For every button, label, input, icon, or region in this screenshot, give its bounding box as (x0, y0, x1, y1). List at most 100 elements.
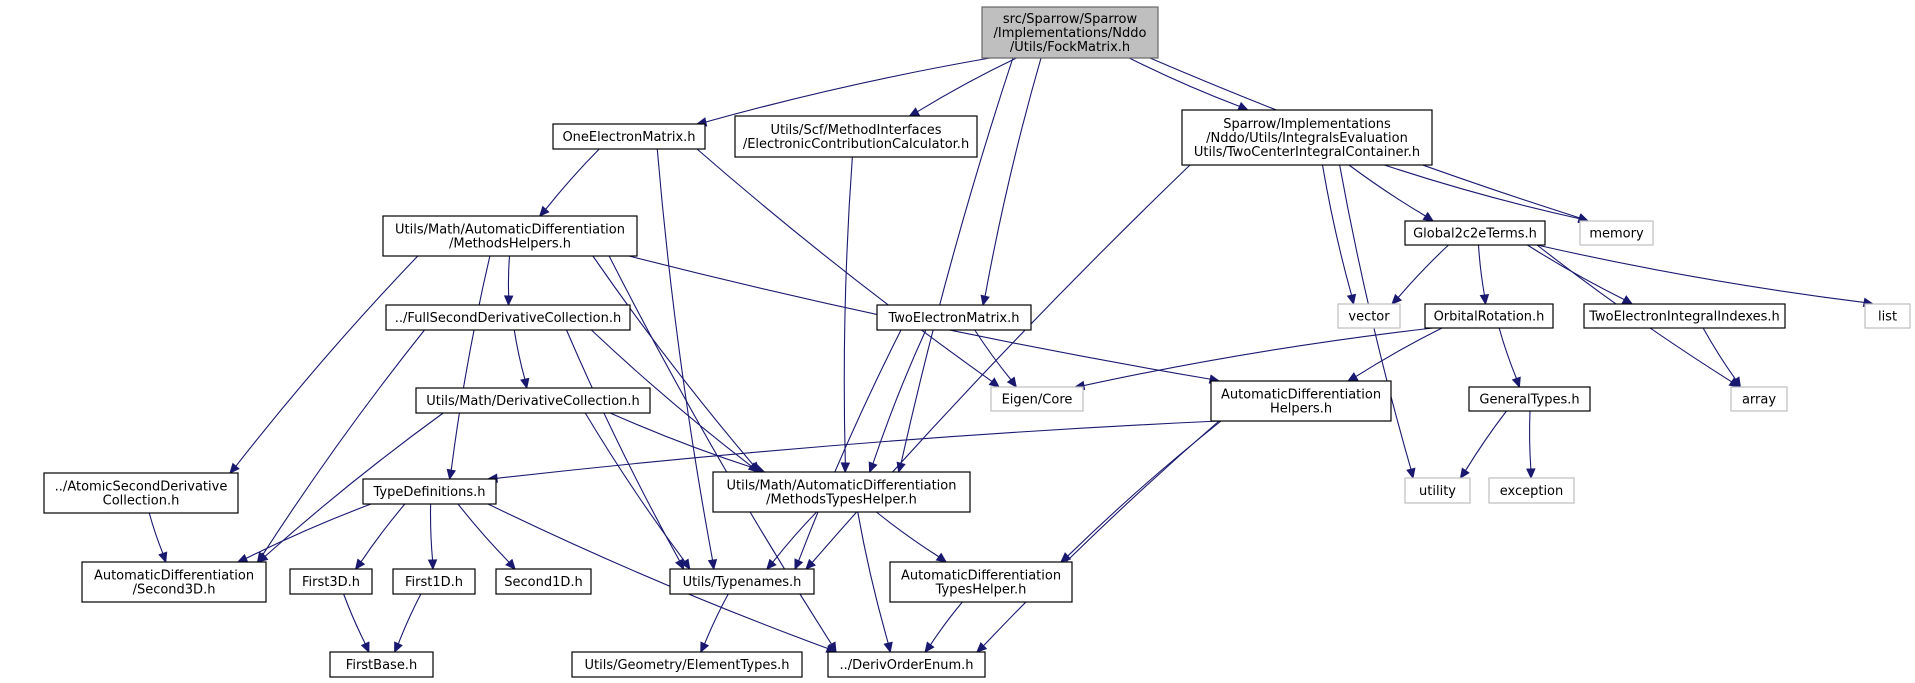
edge-tcic-to-memory (1384, 164, 1590, 224)
edge-gt-to-utility (1459, 410, 1507, 480)
node-label-line: array (1742, 393, 1776, 408)
node-label-line: Utils/Math/AutomaticDifferentiation (726, 479, 956, 494)
edge-teii-to-array (1702, 327, 1742, 389)
node-box (734, 115, 978, 158)
node-box (1424, 303, 1554, 329)
node-twoelectronmatrix-h[interactable]: TwoElectronMatrix.h (876, 304, 1032, 331)
edge-g2c-to-list (1536, 244, 1875, 308)
edge-fsdc-to-tn (565, 329, 685, 571)
node-typedefinitions-h[interactable]: TypeDefinitions.h (362, 478, 497, 505)
node-box (981, 6, 1159, 59)
node-label-line: FirstBase.h (346, 658, 417, 673)
edge-td-to-f1d (427, 503, 438, 571)
node-memory[interactable]: memory (1579, 220, 1654, 246)
edge-adh-to-adth (1060, 420, 1222, 563)
node-label-line: /MethodsTypesHelper.h (766, 493, 917, 508)
node-derivorderenum-h[interactable]: ../DerivOrderEnum.h (827, 651, 986, 678)
node-label-line: Utils/Typenames.h (683, 575, 802, 590)
node-label-line: vector (1348, 310, 1390, 325)
node-vector[interactable]: vector (1337, 303, 1401, 329)
node-label-line: Utils/Math/DerivativeCollection.h (426, 394, 640, 409)
node-array[interactable]: array (1730, 386, 1788, 412)
node-label-line: list (1878, 310, 1897, 325)
node-label-line: /Nddo/Utils/IntegralsEvaluation (1206, 131, 1408, 146)
node-second3d-h[interactable]: AutomaticDifferentiation/Second3D.h (81, 561, 267, 603)
node-global2c2eterms-h[interactable]: Global2c2eTerms.h (1404, 220, 1546, 246)
edge-mth-to-adth (876, 511, 948, 563)
edge-mth-to-tn (766, 511, 818, 570)
node-generaltypes-h[interactable]: GeneralTypes.h (1468, 386, 1591, 412)
node-label-line: TypesHelper.h (935, 583, 1027, 598)
node-box (1864, 303, 1911, 329)
edge-orot-to-adh (1346, 327, 1443, 382)
node-label-line: First1D.h (405, 575, 463, 590)
edge-tem-to-mth (868, 329, 927, 474)
node-box (1488, 477, 1575, 504)
node-label-line: Collection.h (103, 494, 180, 509)
edge-onee-to-eigen (696, 148, 1000, 388)
node-label-line: ../DerivOrderEnum.h (840, 658, 974, 673)
edge-tcic-to-vector (1321, 164, 1357, 306)
edge-fock-to-tcic (1129, 57, 1249, 111)
edge-asdc-to-s3d (148, 512, 168, 564)
node-list[interactable]: list (1864, 303, 1911, 329)
node-eigen-core[interactable]: Eigen/Core (990, 386, 1084, 412)
edge-tn-to-et (700, 593, 729, 654)
node-label-line: TwoElectronIntegralIndexes.h (1588, 310, 1780, 325)
node-first3d-h[interactable]: First3D.h (289, 568, 373, 595)
edge-adth-to-doe (924, 601, 963, 653)
node-box (43, 472, 239, 514)
edge-mh-to-fsdc (503, 255, 514, 307)
node-label-line: Eigen/Core (1002, 393, 1073, 408)
node-first1d-h[interactable]: First1D.h (392, 568, 476, 595)
edge-tem-to-eigen (974, 329, 1017, 388)
node-methodshelpers-h[interactable]: Utils/Math/AutomaticDifferentiation/Meth… (382, 215, 638, 257)
node-label-line: OneElectronMatrix.h (562, 130, 695, 145)
node-label-line: Second1D.h (504, 575, 583, 590)
edge-td-to-f3d (354, 503, 406, 570)
node-label-line: AutomaticDifferentiation (1221, 388, 1381, 403)
edge-mth-to-doe (857, 511, 893, 654)
node-box (712, 471, 971, 513)
node-derivativecollection-h[interactable]: Utils/Math/DerivativeCollection.h (415, 387, 651, 414)
node-electroniccontributioncalculator-h[interactable]: Utils/Scf/MethodInterfaces/ElectronicCon… (734, 115, 978, 158)
node-label-line: TwoElectronMatrix.h (888, 311, 1020, 326)
node-box (362, 478, 497, 505)
node-second1d-h[interactable]: Second1D.h (495, 568, 592, 595)
node-methodstypeshelper-h[interactable]: Utils/Math/AutomaticDifferentiation/Meth… (712, 471, 971, 513)
edge-onee-to-mh (538, 148, 600, 217)
node-fullsecondderivativecollection-h[interactable]: ../FullSecondDerivativeCollection.h (385, 304, 631, 331)
node-label-line: Utils/Math/AutomaticDifferentiation (395, 223, 625, 238)
node-box (415, 387, 651, 414)
node-box (669, 568, 815, 595)
node-label-line: Sparrow/Implementations (1223, 117, 1391, 132)
edge-gt-to-exception (1526, 410, 1536, 480)
node-box (81, 561, 267, 603)
node-label-line: AutomaticDifferentiation (94, 569, 254, 584)
edge-td-to-s3d (236, 503, 372, 563)
node-fockmatrix-h[interactable]: src/Sparrow/Sparrow/Implementations/Nddo… (981, 6, 1159, 59)
node-box (1579, 220, 1654, 246)
node-orbitalrotation-h[interactable]: OrbitalRotation.h (1424, 303, 1554, 329)
node-box (1404, 477, 1471, 504)
node-label-line: GeneralTypes.h (1479, 393, 1579, 408)
node-box (385, 304, 631, 331)
edge-td-to-s1d (457, 503, 516, 570)
node-utility[interactable]: utility (1404, 477, 1471, 504)
node-twoelectronintegralindexes-h[interactable]: TwoElectronIntegralIndexes.h (1583, 303, 1786, 329)
nodes: src/Sparrow/Sparrow/Implementations/Nddo… (43, 6, 1911, 678)
node-firstbase-h[interactable]: FirstBase.h (329, 651, 434, 678)
node-box (1337, 303, 1401, 329)
node-oneelectronmatrix-h[interactable]: OneElectronMatrix.h (552, 123, 706, 150)
edge-tem-to-tn (794, 329, 902, 571)
edge-orot-to-eigen (1073, 327, 1434, 391)
node-exception[interactable]: exception (1488, 477, 1575, 504)
node-elementtypes-h[interactable]: Utils/Geometry/ElementTypes.h (571, 651, 803, 678)
node-twocenterintegralcontainer-h[interactable]: Sparrow/Implementations/Nddo/Utils/Integ… (1181, 109, 1433, 166)
node-typenames-h[interactable]: Utils/Typenames.h (669, 568, 815, 595)
node-label-line: ../AtomicSecondDerivative (55, 480, 228, 495)
